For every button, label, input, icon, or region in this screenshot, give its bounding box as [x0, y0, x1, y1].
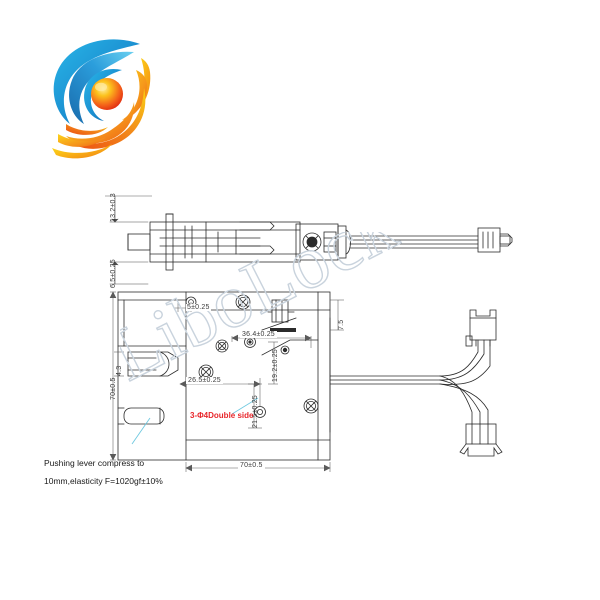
lever-note-line-2: 10mm,elasticity F=1020gf±10% — [44, 476, 163, 486]
dimension-hole-vert-upper: 19.2±0.25 — [272, 349, 279, 382]
hole-spec-annotation: 3-Φ4Double side — [190, 411, 254, 420]
dimension-top-height: 13.2±0.3 — [110, 193, 117, 222]
dimension-hole-mid: 36.4±0.25 — [240, 331, 277, 338]
dimension-top-offset: 6.5±0.25 — [110, 259, 117, 288]
dimension-hole-left: 5±0.25 — [186, 304, 211, 311]
logo-swirl-icon — [52, 39, 151, 159]
dimension-body-height: 70±0.5 — [110, 377, 117, 400]
dimension-right-edge: 7.5 — [338, 319, 345, 330]
dimension-hole-lower: 26.5±0.25 — [186, 377, 223, 384]
lever-note-line-1: Pushing lever compress to — [44, 458, 145, 468]
company-logo — [48, 36, 154, 162]
dimension-body-width: 70±0.5 — [238, 462, 265, 469]
dimension-lever-thickness: 4.3 — [116, 365, 123, 376]
